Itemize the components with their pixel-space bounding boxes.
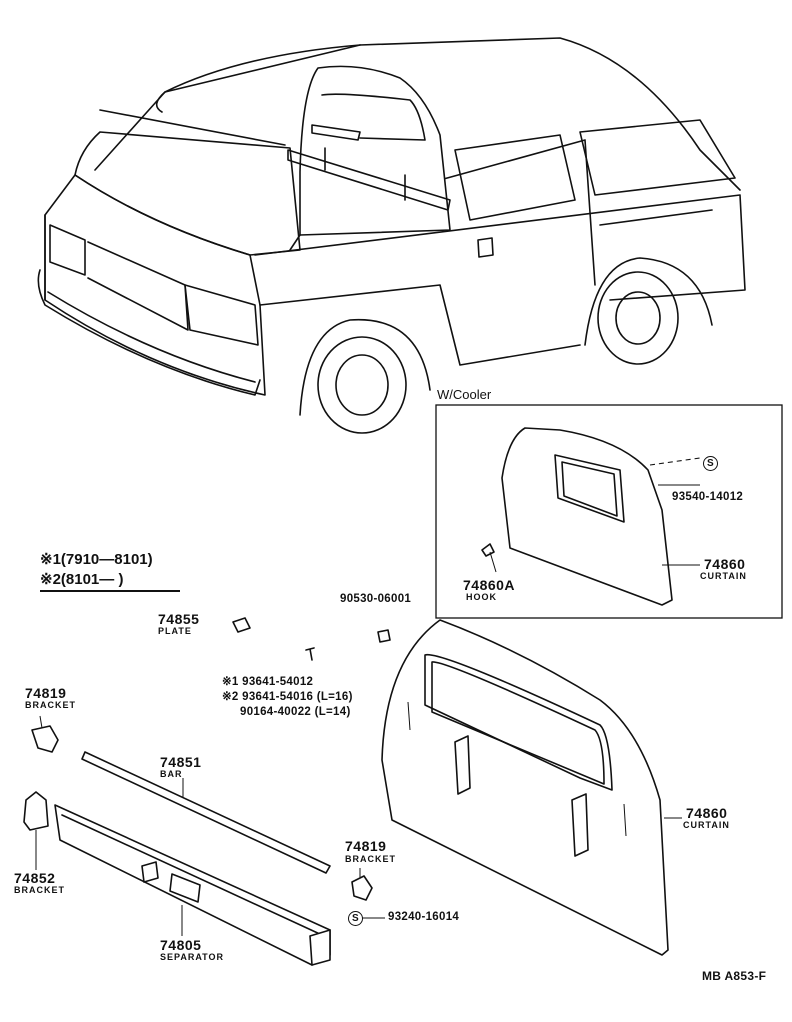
hook-num: 74860A — [463, 577, 516, 593]
cooler-title: W/Cooler — [437, 387, 492, 402]
hook-name: HOOK — [466, 592, 497, 602]
plate-name: PLATE — [158, 626, 192, 636]
cooler-inset — [435, 404, 783, 619]
note-2: ※2(8101— ) — [40, 571, 124, 588]
bar-num: 74851 — [160, 754, 202, 770]
screw-line-2: ※2 93641-54016 (L=16) — [222, 691, 353, 703]
screw-symbol-bracket: S — [348, 911, 363, 926]
plate-num: 74855 — [158, 611, 200, 627]
separator-num: 74805 — [160, 937, 202, 953]
screw-line-1: ※1 93641-54012 — [222, 676, 314, 688]
cooler-screw-code: 93540-14012 — [672, 491, 744, 503]
main-curtain — [381, 619, 682, 956]
footer-code: MB A853-F — [702, 969, 767, 983]
screw-symbol-cooler: S — [703, 456, 718, 471]
bracket2-name: BRACKET — [14, 885, 65, 895]
bracket-bot-num: 74819 — [345, 838, 387, 854]
separator-name: SEPARATOR — [160, 952, 225, 962]
bracket-top-num: 74819 — [25, 685, 67, 701]
curtain-num: 74860 — [686, 805, 728, 821]
bracket-top-name: BRACKET — [25, 700, 76, 710]
small-parts — [23, 617, 391, 966]
curtain-name: CURTAIN — [683, 820, 730, 830]
cooler-curtain-name: CURTAIN — [700, 571, 747, 581]
bracket2-num: 74852 — [14, 870, 56, 886]
clip-code: 90530-06001 — [340, 593, 412, 605]
bracket-screw-code: 93240-16014 — [388, 911, 460, 923]
bar-name: BAR — [160, 769, 183, 779]
screw-line-3: 90164-40022 (L=14) — [240, 706, 351, 718]
cooler-curtain-num: 74860 — [704, 556, 746, 572]
note-1: ※1(7910—8101) — [40, 551, 153, 568]
van-illustration — [37, 37, 746, 434]
bracket-bot-name: BRACKET — [345, 854, 396, 864]
note-underline — [40, 590, 180, 592]
